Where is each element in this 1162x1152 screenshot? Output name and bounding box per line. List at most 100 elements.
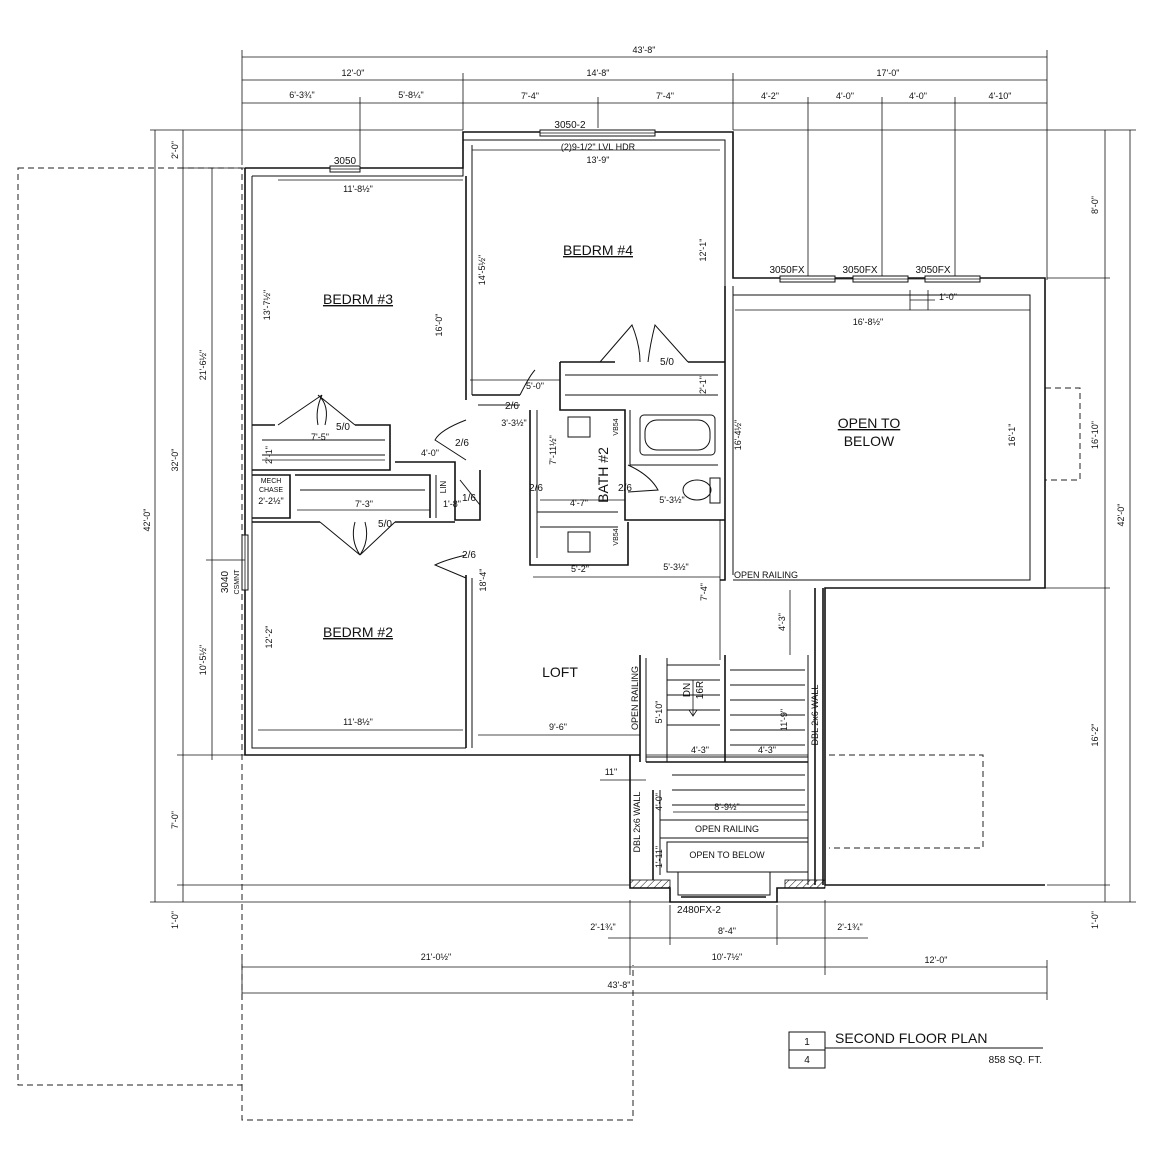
dim-bed2-width: 11'-8½" (343, 717, 373, 727)
dim-left-7-0: 7'-0" (170, 811, 180, 829)
open-railing-label-3: OPEN RAILING (695, 824, 759, 834)
room-loft: LOFT (542, 664, 578, 680)
dim-stair-11-9: 11'-9" (779, 709, 789, 731)
room-open-below-line1: OPEN TO (838, 415, 901, 431)
door-1-6: 1/6 (462, 493, 476, 504)
window-labels: 3050 3050-2 3050FX 3050FX 3050FX 3040 24… (220, 120, 951, 916)
window-3050fx-1: 3050FX (769, 265, 804, 276)
dim-closet-2-1-a: 2'-1" (698, 376, 708, 394)
dim-loft-9-6: 9'-6" (549, 722, 567, 732)
dim-top-4-10: 4'-10" (989, 91, 1012, 101)
dim-top-4-2: 4'-2" (761, 91, 779, 101)
dim-left-32-0: 32'-0" (170, 449, 180, 472)
linen-label: LIN (439, 481, 448, 494)
dim-bath-5-2: 5'-2" (571, 564, 589, 574)
dim-stair-4-3-v: 4'-3" (777, 613, 787, 631)
dimension-labels: 43'-8" 12'-0" 14'-8" 17'-0" 6'-3¾" 5'-8¼… (142, 45, 1126, 990)
dim-stair-1-11: 1'-11" (654, 846, 664, 868)
windows (241, 129, 981, 591)
door-labels: 5/0 5/0 5/0 2/6 2/6 2/6 2/6 2/6 1/6 (336, 357, 674, 561)
stair-risers-label: 16R (695, 681, 706, 699)
open-railing-label-1: OPEN RAILING (734, 570, 798, 580)
dim-top-6-3: 6'-3¾" (289, 90, 314, 100)
dim-stair-8-9: 8'-9½" (714, 802, 739, 812)
room-bath-2: BATH #2 (595, 447, 611, 503)
dim-bed3-depth: 13'-7½" (262, 290, 272, 320)
dim-loft-7-4: 7'-4" (699, 583, 709, 601)
door-5-0-bed3: 5/0 (336, 422, 350, 433)
door-2-6-e: 2/6 (462, 550, 476, 561)
misc-labels: MECH CHASE LIN OPEN RAILING OPEN RAILING… (234, 142, 820, 860)
interior-walls (252, 145, 1031, 885)
dim-open-1-0: 1'-0" (939, 292, 957, 302)
dim-bed4-depth-b: 12'-1" (698, 239, 708, 262)
room-bedroom-4: BEDRM #4 (563, 242, 633, 258)
dim-left-2-0: 2'-0" (170, 141, 180, 159)
window-3050fx-3: 3050FX (915, 265, 950, 276)
dim-bath-4-7: 4'-7" (570, 498, 588, 508)
stair-down-label: DN (682, 683, 693, 697)
dimension-lines (150, 50, 1136, 1000)
dim-right-42-0: 42'-0" (1116, 504, 1126, 527)
dim-closet-7-3: 7'-3" (355, 499, 373, 509)
dim-open-16-4: 16'-4½" (733, 420, 743, 450)
dim-hall-4-0: 4'-0" (421, 448, 439, 458)
vanity-label-1: VB54 (613, 418, 620, 435)
dim-left-1-0: 1'-0" (170, 911, 180, 929)
dim-stair-4-3-b: 4'-3" (758, 745, 776, 755)
door-swings (277, 323, 689, 579)
window-3050-2: 3050-2 (554, 120, 586, 131)
dim-top-7-4-a: 7'-4" (521, 91, 539, 101)
sheet-reference: 4 (804, 1055, 810, 1066)
plan-area: 858 SQ. FT. (989, 1055, 1042, 1066)
dim-right-16-10: 16'-10" (1090, 421, 1100, 449)
dim-closet-7-5: 7'-5" (311, 432, 329, 442)
dim-right-16-2: 16'-2" (1090, 724, 1100, 747)
dim-stair-5-10: 5'-10" (654, 701, 664, 724)
stair-treads (667, 664, 805, 806)
dim-bath-5-3-a: 5'-3½" (659, 495, 684, 505)
room-bedroom-2: BEDRM #2 (323, 624, 393, 640)
dim-mech-2-2: 2'-2½" (258, 496, 283, 506)
dim-hall-3-3: 3'-3½" (501, 418, 526, 428)
dim-bed3-width: 11'-8½" (343, 184, 373, 194)
door-5-0-bed2: 5/0 (378, 519, 392, 530)
dim-bath-7-11: 7'-11½" (548, 435, 558, 465)
header-label: (2)9-1/2" LVL HDR (561, 142, 636, 152)
window-3040: 3040 (220, 570, 231, 593)
room-labels: BEDRM #3 BEDRM #4 BEDRM #2 BATH #2 LOFT … (323, 242, 900, 680)
dbl-wall-label-1: DBL 2x6 WALL (810, 685, 820, 746)
room-open-below-line2: BELOW (844, 433, 895, 449)
dim-loft-18-4: 18'-4" (478, 569, 488, 592)
window-3050fx-2: 3050FX (842, 265, 877, 276)
dim-bottom-2-1-b: 2'-1¾" (837, 922, 862, 932)
dim-top-4-0-b: 4'-0" (909, 91, 927, 101)
dim-open-width: 16'-8½" (853, 317, 883, 327)
dim-left-21-6: 21'-6½" (198, 350, 208, 380)
mech-chase-line1: MECH (261, 478, 282, 485)
dim-bed3-16-0: 16'-0" (434, 314, 444, 337)
dim-bottom-8-4: 8'-4" (718, 926, 736, 936)
open-railing-label-2: OPEN RAILING (630, 666, 640, 730)
dim-bottom-12-0: 12'-0" (925, 955, 948, 965)
open-to-below-label: OPEN TO BELOW (689, 850, 765, 860)
dim-bottom-43-8: 43'-8" (608, 980, 631, 990)
dim-top-12: 12'-0" (342, 68, 365, 78)
dim-right-1-0: 1'-0" (1090, 911, 1100, 929)
dim-bed4-width: 13'-9" (587, 155, 610, 165)
dim-stair-4-0: 4'-0" (654, 793, 664, 811)
dbl-wall-label-2: DBL 2x6 WALL (632, 792, 642, 853)
dim-right-8-0: 8'-0" (1090, 196, 1100, 214)
dim-overall-top: 43'-8" (633, 45, 656, 55)
dim-top-4-0-a: 4'-0" (836, 91, 854, 101)
vanity-label-2: VB54 (613, 528, 620, 545)
title-block: 1 4 SECOND FLOOR PLAN 858 SQ. FT. (788, 1030, 1043, 1069)
dim-closet-2-1-b: 2'-1" (264, 446, 274, 464)
dim-top-14-8: 14'-8" (587, 68, 610, 78)
dim-left-10-5: 10'-5½" (198, 645, 208, 675)
dim-linen-1-8: 1'-8" (443, 499, 461, 509)
dim-top-17: 17'-0" (877, 68, 900, 78)
dim-open-depth: 16'-1" (1007, 424, 1017, 447)
dim-hall-5-0: 5'-0" (526, 381, 544, 391)
